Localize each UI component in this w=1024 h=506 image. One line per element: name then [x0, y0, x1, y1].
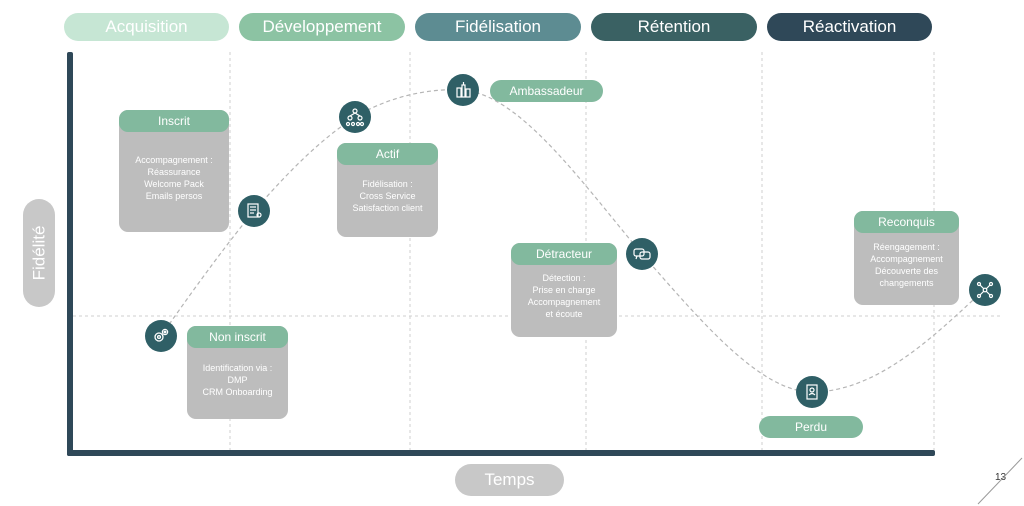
- card-actif-line-3: Satisfaction client: [352, 203, 423, 213]
- card-reconquis-title: Reconquis: [854, 211, 959, 233]
- card-reconquis-line-3: Découverte des: [874, 266, 939, 276]
- card-detracteur-line-1: Détection :: [542, 273, 586, 283]
- card-reconquis-line-1: Réengagement :: [873, 242, 940, 252]
- card-non-inscrit-line-1: Identification via :: [202, 363, 273, 373]
- tag-perdu: Perdu: [759, 416, 863, 438]
- card-reconquis-line-2: Accompagnement: [870, 254, 943, 264]
- card-actif-line-2: Cross Service: [359, 191, 416, 201]
- card-non-inscrit: Non inscrit Identification via : DMP CRM…: [187, 326, 288, 419]
- corner-decoration: [977, 457, 1023, 505]
- card-reconquis-line-4: changements: [879, 278, 934, 288]
- card-inscrit-line-2: Réassurance: [147, 167, 201, 177]
- card-inscrit: Inscrit Accompagnement : Réassurance Wel…: [119, 110, 229, 232]
- card-actif-title: Actif: [337, 143, 438, 165]
- card-actif-line-1: Fidélisation :: [362, 179, 413, 189]
- stage-acquisition: Acquisition: [64, 13, 229, 41]
- card-detracteur-line-3: Accompagnement: [527, 297, 601, 307]
- x-axis: [67, 450, 935, 456]
- card-non-inscrit-line-3: CRM Onboarding: [202, 387, 273, 397]
- y-axis-label: Fidélité: [23, 199, 55, 307]
- network-nodes-icon: [969, 274, 1001, 306]
- bottles-icon: [447, 74, 479, 106]
- y-axis: [67, 52, 73, 456]
- chat-bubbles-icon: [626, 238, 658, 270]
- card-reconquis: Reconquis Réengagement : Accompagnement …: [854, 211, 959, 305]
- document-user-icon: [796, 376, 828, 408]
- stage-fidelisation: Fidélisation: [415, 13, 581, 41]
- card-non-inscrit-line-2: DMP: [227, 375, 248, 385]
- card-detracteur: Détracteur Détection : Prise en charge A…: [511, 243, 617, 337]
- card-inscrit-line-3: Welcome Pack: [144, 179, 204, 189]
- card-detracteur-title: Détracteur: [511, 243, 617, 265]
- page-number: 13: [995, 472, 1007, 483]
- tag-ambassadeur: Ambassadeur: [490, 80, 603, 102]
- registration-form-icon: [238, 195, 270, 227]
- card-inscrit-line-4: Emails persos: [145, 191, 203, 201]
- y-axis-label-text: Fidélité: [29, 225, 48, 281]
- card-non-inscrit-title: Non inscrit: [187, 326, 288, 348]
- stage-retention: Rétention: [591, 13, 757, 41]
- card-detracteur-line-2: Prise en charge: [532, 285, 596, 295]
- card-inscrit-title: Inscrit: [119, 110, 229, 132]
- x-axis-label: Temps: [455, 464, 564, 496]
- stage-reactivation: Réactivation: [767, 13, 932, 41]
- stage-developpement: Développement: [239, 13, 405, 41]
- network-hierarchy-icon: [339, 101, 371, 133]
- card-detracteur-line-4: et écoute: [545, 309, 583, 319]
- card-inscrit-line-1: Accompagnement :: [135, 155, 213, 165]
- gears-icon: [145, 320, 177, 352]
- card-actif: Actif Fidélisation : Cross Service Satis…: [337, 143, 438, 237]
